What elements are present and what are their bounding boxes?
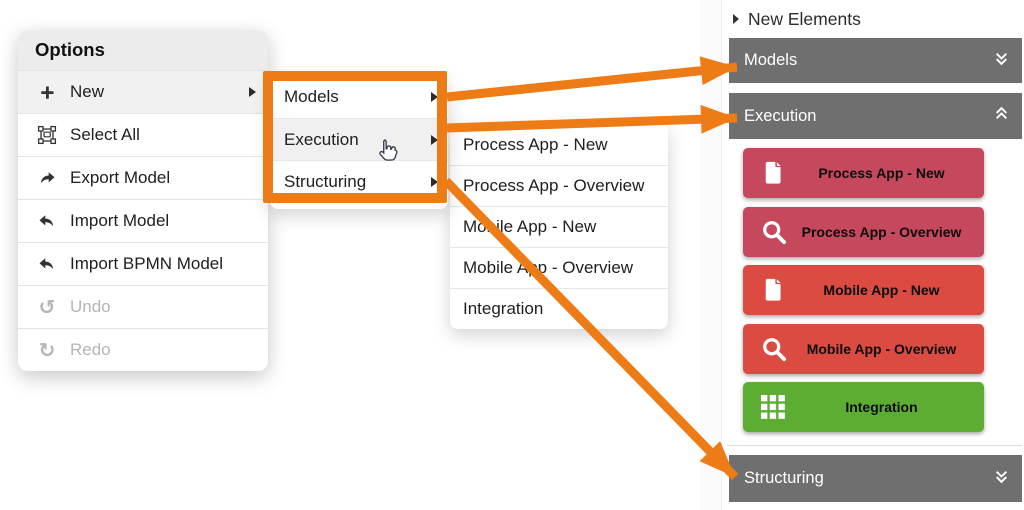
submenu-item-process-app-overview[interactable]: Process App - Overview (450, 165, 668, 206)
palette-button-integration[interactable]: Integration (743, 382, 984, 432)
double-chevron-down-icon (994, 51, 1009, 71)
palette-button-mobile-app-overview[interactable]: Mobile App - Overview (743, 324, 984, 374)
menu-item-label: Select All (70, 125, 140, 144)
menu-item-label: Redo (70, 340, 111, 359)
new-elements-header[interactable]: New Elements (733, 4, 861, 34)
arrow-to-models (446, 56, 738, 102)
submenu-caret-icon (431, 92, 438, 102)
submenu-item-integration[interactable]: Integration (450, 288, 668, 329)
plus-icon (34, 84, 60, 101)
context-menu-title: Options (18, 30, 268, 70)
submenu-item-models[interactable]: Models (270, 76, 448, 118)
submenu-item-mobile-app-new[interactable]: Mobile App - New (450, 206, 668, 247)
menu-item-import-model[interactable]: Import Model (18, 199, 268, 242)
menu-item-import-bpmn-model[interactable]: Import BPMN Model (18, 242, 268, 285)
submenu-caret-icon (431, 134, 438, 145)
export-arrow-icon (34, 170, 60, 186)
menu-item-export-model[interactable]: Export Model (18, 156, 268, 199)
menu-item-label: Undo (70, 297, 111, 316)
submenu-item-structuring[interactable]: Structuring (270, 160, 448, 202)
menu-item-label: New (70, 82, 105, 101)
double-chevron-up-icon (994, 106, 1009, 126)
expander-triangle-icon (733, 14, 739, 24)
grid-icon (761, 395, 795, 419)
execution-submenu: Process App - New Process App - Overview… (450, 124, 668, 329)
submenu-item-execution[interactable]: Execution (270, 118, 448, 160)
search-icon (761, 219, 795, 245)
import-arrow-icon (34, 213, 60, 229)
search-icon (761, 336, 795, 362)
menu-item-new[interactable]: New (18, 70, 268, 113)
section-divider (727, 445, 1022, 446)
sidebar-scrollbar (700, 0, 722, 510)
menu-item-undo[interactable]: ↺ Undo (18, 285, 268, 328)
redo-icon: ↻ (38, 338, 56, 362)
undo-icon: ↺ (38, 295, 56, 319)
file-icon (761, 160, 795, 186)
section-header-structuring[interactable]: Structuring (729, 455, 1022, 502)
palette-button-process-app-new[interactable]: Process App - New (743, 148, 984, 198)
import-arrow-icon (34, 256, 60, 272)
submenu-caret-icon (249, 87, 256, 97)
menu-item-label: Export Model (70, 168, 171, 187)
options-context-menu: Options New Select All (18, 30, 268, 371)
section-header-models[interactable]: Models (729, 38, 1022, 83)
palette-button-process-app-overview[interactable]: Process App - Overview (743, 207, 984, 257)
section-header-execution[interactable]: Execution (729, 93, 1022, 139)
new-submenu: Models Execution Structuring (270, 76, 448, 209)
palette-button-mobile-app-new[interactable]: Mobile App - New (743, 265, 984, 315)
submenu-item-process-app-new[interactable]: Process App - New (463, 134, 608, 154)
double-chevron-down-icon (994, 469, 1009, 489)
file-icon (761, 277, 795, 303)
submenu-item-mobile-app-overview[interactable]: Mobile App - Overview (450, 247, 668, 288)
menu-item-redo[interactable]: ↻ Redo (18, 328, 268, 371)
select-all-icon (34, 125, 60, 145)
menu-item-label: Import Model (70, 211, 170, 230)
menu-item-select-all[interactable]: Select All (18, 113, 268, 156)
menu-item-label: Import BPMN Model (70, 254, 224, 273)
submenu-caret-icon (431, 176, 438, 187)
